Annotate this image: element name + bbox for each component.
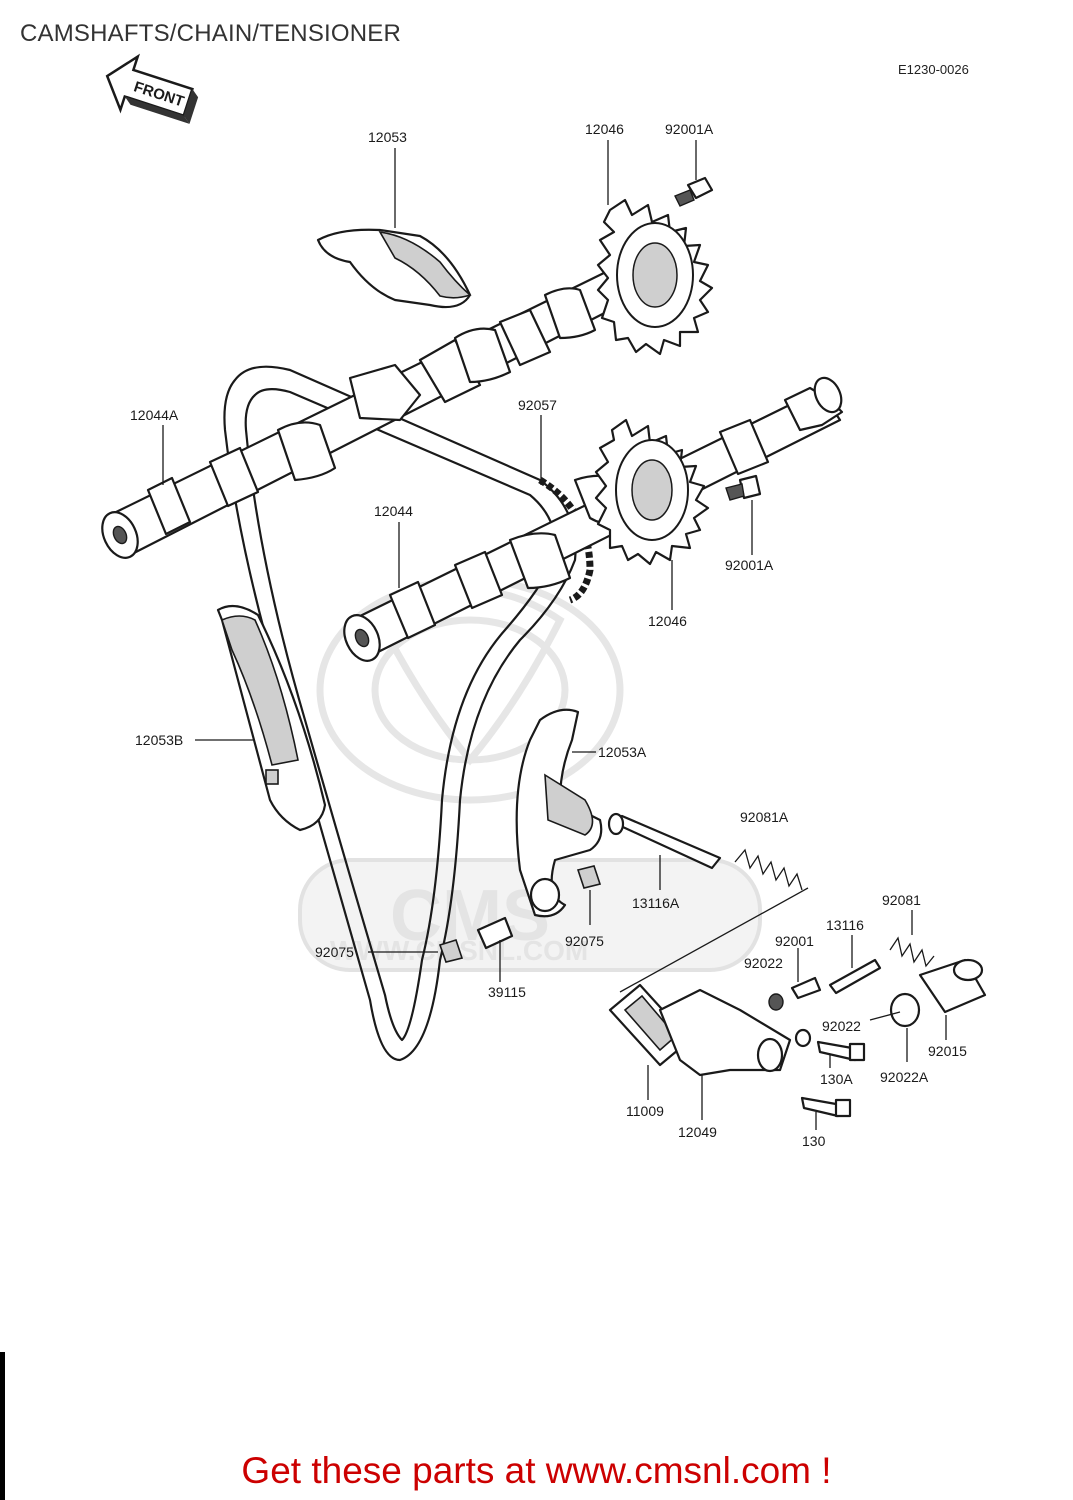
page-title: CAMSHAFTS/CHAIN/TENSIONER	[20, 20, 402, 47]
bolt-130	[800, 1096, 852, 1118]
washer-92022-a	[768, 993, 784, 1011]
leader-lines	[162, 140, 947, 1130]
label-130: 130	[802, 1133, 826, 1149]
chain-guide-12053A	[515, 708, 603, 918]
label-11009: 11009	[626, 1103, 664, 1119]
label-13116A: 13116A	[632, 895, 680, 911]
label-12053: 12053	[368, 129, 407, 145]
bolt-92001	[790, 976, 822, 1000]
label-92057: 92057	[518, 397, 557, 413]
label-13116: 13116	[826, 917, 864, 933]
damper-92075-left	[438, 939, 464, 963]
diagram-code: E1230-0026	[898, 62, 969, 77]
spring-92081	[889, 936, 935, 968]
bolt-130A	[816, 1040, 866, 1062]
label-92001A-bottom: 92001A	[725, 557, 774, 573]
label-92015: 92015	[928, 1043, 967, 1059]
label-92081A: 92081A	[740, 809, 789, 825]
rod-13116A	[607, 812, 722, 870]
promo-link[interactable]: Get these parts at www.cmsnl.com !	[241, 1450, 832, 1491]
label-12046-top: 12046	[585, 121, 624, 137]
sprocket-12046-top	[596, 198, 714, 356]
cap-92015	[918, 958, 987, 1014]
watermark-logo: CMS	[298, 576, 762, 972]
tensioner-body-12049	[658, 988, 792, 1077]
chain-guide-12053B	[216, 604, 327, 832]
label-12044A: 12044A	[130, 407, 179, 423]
rod-13116	[828, 958, 882, 995]
label-92001A-top: 92001A	[665, 121, 714, 137]
label-12053B: 12053B	[135, 732, 183, 748]
gasket-11009	[608, 983, 692, 1067]
chain-guide-12053	[316, 228, 472, 309]
bolt-92001A-bottom	[725, 474, 762, 501]
damper-92075-right	[576, 865, 602, 889]
label-92022A: 92022A	[880, 1069, 929, 1085]
svg-text:CMS: CMS	[390, 876, 550, 956]
label-92081: 92081	[882, 892, 921, 908]
label-39115: 39115	[488, 984, 526, 1000]
label-130A: 130A	[820, 1071, 853, 1087]
bolt-92001A-top	[674, 176, 714, 207]
part-labels: 12053 12046 92001A 12044A 92057 12044 92…	[130, 121, 967, 1149]
camshaft-12044A	[101, 268, 632, 559]
label-12046-bottom: 12046	[648, 613, 687, 629]
sprocket-12046-bottom	[594, 418, 710, 566]
pin-39115	[476, 916, 514, 950]
label-12049: 12049	[678, 1124, 717, 1140]
washer-92022-b	[794, 1028, 812, 1048]
label-92022-b: 92022	[822, 1018, 861, 1034]
label-92001: 92001	[775, 933, 814, 949]
label-92075-right: 92075	[565, 933, 604, 949]
spring-92081A	[734, 848, 803, 891]
front-arrow-icon: FRONT	[105, 53, 199, 124]
label-92075-left: 92075	[315, 944, 354, 960]
parts-diagram: CMS WWW.CMSNL.COM FRONT	[101, 53, 987, 1149]
gasket-92022A	[889, 992, 921, 1028]
label-12044: 12044	[374, 503, 413, 519]
label-12053A: 12053A	[598, 744, 647, 760]
left-edge-bar	[0, 1352, 5, 1500]
label-92022-a: 92022	[744, 955, 783, 971]
